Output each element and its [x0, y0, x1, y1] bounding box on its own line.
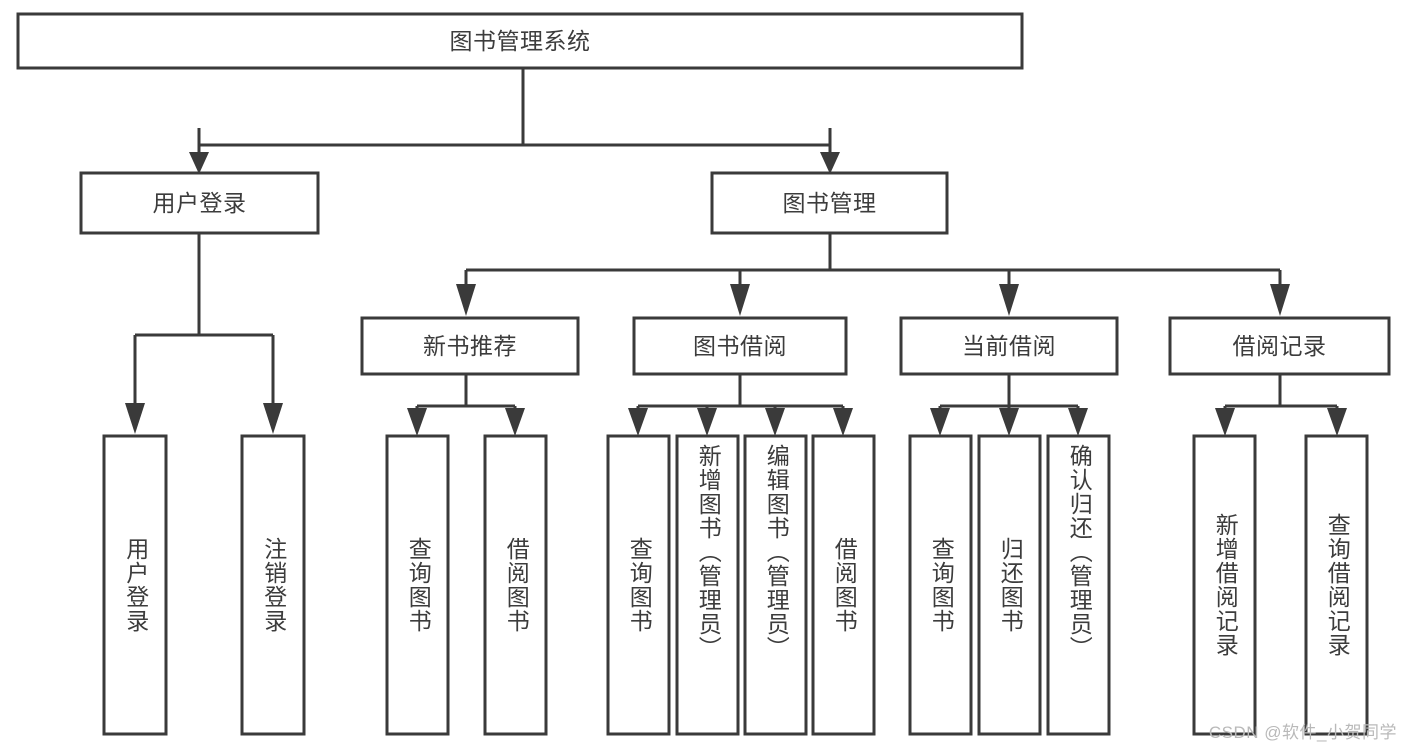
leaf-borrow-book-2-box[interactable]: [811, 434, 876, 736]
node-book-borrow-box[interactable]: [632, 316, 848, 376]
arrow-head-leaf-query-book-2: [628, 408, 648, 436]
arrow-head-current-borrow: [999, 284, 1019, 316]
leaf-edit-book-admin-box[interactable]: [743, 434, 808, 736]
arrow-head-book-manage: [820, 152, 840, 174]
node-root-box[interactable]: [16, 12, 1024, 70]
leaf-confirm-return-admin-box[interactable]: [1046, 434, 1111, 736]
leaf-return-book-box[interactable]: [977, 434, 1042, 736]
node-new-book-rec-box[interactable]: [360, 316, 580, 376]
leaf-add-book-admin-box[interactable]: [675, 434, 740, 736]
arrow-head-leaf-logout: [263, 403, 283, 434]
arrow-head-leaf-add-record: [1215, 408, 1235, 436]
leaf-query-book-1-box[interactable]: [385, 434, 450, 736]
node-borrow-record-box[interactable]: [1168, 316, 1391, 376]
arrow-head-leaf-query-book-1: [407, 408, 427, 436]
arrow-head-leaf-return-book: [999, 408, 1019, 436]
leaf-query-book-2-box[interactable]: [606, 434, 671, 736]
arrow-head-borrow-record: [1270, 284, 1290, 316]
arrow-head-user-login: [189, 152, 209, 174]
arrow-head-leaf-user-login: [125, 403, 145, 434]
leaf-query-record-box[interactable]: [1304, 434, 1369, 736]
node-book-manage-box[interactable]: [710, 171, 949, 235]
arrow-head-leaf-confirm-return-admin: [1068, 408, 1088, 436]
leaf-add-record-box[interactable]: [1192, 434, 1257, 736]
arrow-head-leaf-borrow-book-2: [833, 408, 853, 436]
arrow-head-book-borrow: [730, 284, 750, 316]
arrow-head-leaf-query-record: [1327, 408, 1347, 436]
leaf-logout-box[interactable]: [240, 434, 306, 736]
csdn-watermark: CSDN @软件_小贺同学: [1208, 723, 1397, 742]
leaf-borrow-book-1-box[interactable]: [483, 434, 548, 736]
arrow-head-new-book-rec: [456, 284, 476, 316]
node-current-borrow-box[interactable]: [899, 316, 1119, 376]
arrow-head-leaf-borrow-book-1: [505, 408, 525, 436]
arrow-head-leaf-query-book-3: [930, 408, 950, 436]
arrow-head-leaf-edit-book-admin: [765, 408, 785, 436]
arrow-head-leaf-add-book-admin: [697, 408, 717, 436]
leaf-user-login-box[interactable]: [102, 434, 168, 736]
node-user-login-box[interactable]: [79, 171, 320, 235]
leaf-query-book-3-box[interactable]: [908, 434, 973, 736]
